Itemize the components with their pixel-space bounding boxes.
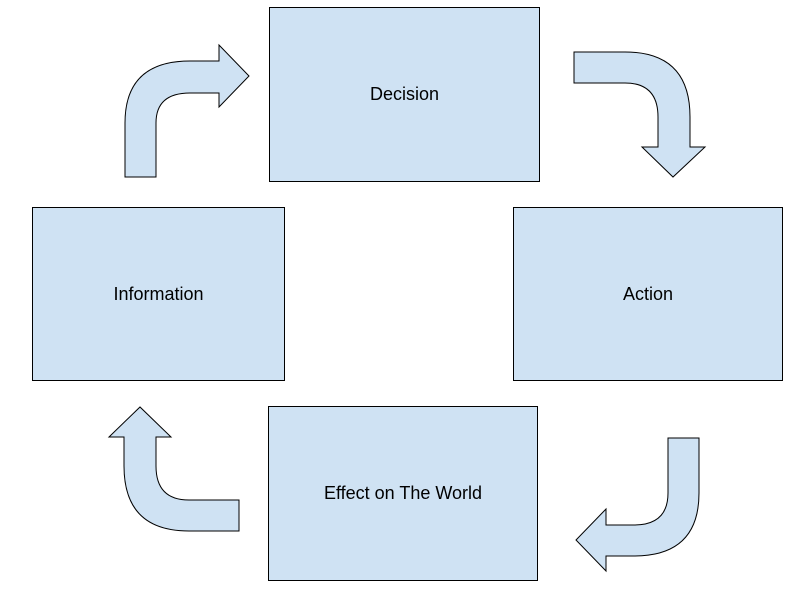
arrow-action-to-effect xyxy=(575,437,700,573)
node-effect-on-the-world: Effect on The World xyxy=(268,406,538,581)
node-action-label: Action xyxy=(622,283,674,304)
node-decision-label: Decision xyxy=(369,84,440,104)
arrow-information-to-decision xyxy=(124,43,250,178)
node-information-label: Information xyxy=(113,283,204,304)
arrow-decision-to-action xyxy=(573,51,707,178)
node-decision: Decision xyxy=(269,7,540,182)
node-information: Information xyxy=(32,207,285,381)
arrow-effect-to-information xyxy=(107,406,240,532)
node-action: Action xyxy=(513,207,783,381)
node-effect-label: Effect on The World xyxy=(323,483,483,503)
